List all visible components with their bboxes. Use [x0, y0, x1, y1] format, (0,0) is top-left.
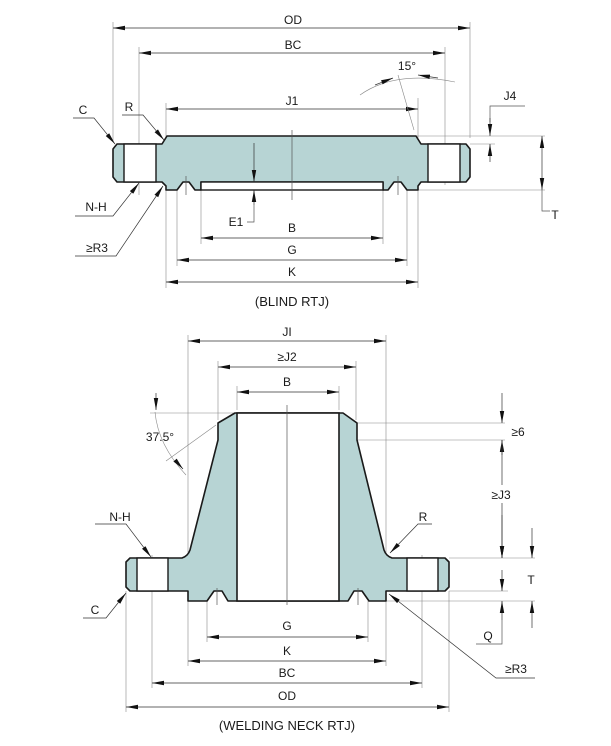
blind-rtj-caption: (BLIND RTJ) — [255, 294, 329, 309]
welding-neck-rtj-view: JI ≥J2 B 37.5° ≥6 ≥J3 T Q N-H R C — [83, 325, 535, 733]
od-label: OD — [284, 13, 302, 27]
nh-label: N-H — [85, 200, 106, 214]
bc-label: BC — [285, 38, 302, 52]
j1-label: J1 — [286, 94, 299, 108]
r3-label: ≥R3 — [505, 662, 527, 676]
t-label: T — [527, 573, 535, 587]
e1-label: E1 — [229, 215, 244, 229]
extension-lines — [125, 335, 535, 712]
jl-label: JI — [282, 325, 291, 339]
min6-label: ≥6 — [511, 425, 525, 439]
j2-label: ≥J2 — [277, 350, 297, 364]
g-label: G — [287, 243, 296, 257]
b-label: B — [288, 221, 296, 235]
od-label: OD — [278, 689, 296, 703]
bolt-hole-left — [123, 143, 157, 183]
bolt-hole-right — [427, 143, 461, 183]
t-label: T — [551, 208, 559, 222]
k-label: K — [288, 265, 296, 279]
bolt-hole-right — [406, 557, 439, 592]
bore — [236, 412, 340, 602]
j4-label: J4 — [504, 89, 517, 103]
g-label: G — [282, 619, 291, 633]
bc-label: BC — [279, 666, 296, 680]
blind-flange-body — [112, 135, 471, 191]
c-label: C — [79, 103, 88, 117]
c-label: C — [91, 603, 100, 617]
welding-neck-rtj-caption: (WELDING NECK RTJ) — [219, 718, 355, 733]
k-label: K — [283, 644, 291, 658]
angle-37-5-label: 37.5° — [146, 430, 174, 444]
r-label: R — [125, 100, 134, 114]
bolt-hole-left — [136, 557, 169, 592]
blind-rtj-view: OD BC J1 15° J4 T E1 C R N-H ≥R3 — [73, 13, 559, 309]
r3-label: ≥R3 — [86, 241, 108, 255]
nh-label: N-H — [109, 510, 130, 524]
j3-label: ≥J3 — [491, 488, 511, 502]
q-label: Q — [483, 629, 492, 643]
extension-lines — [112, 22, 545, 288]
r-label: R — [419, 510, 428, 524]
angle-15-label: 15° — [398, 59, 416, 73]
b-label: B — [283, 375, 291, 389]
